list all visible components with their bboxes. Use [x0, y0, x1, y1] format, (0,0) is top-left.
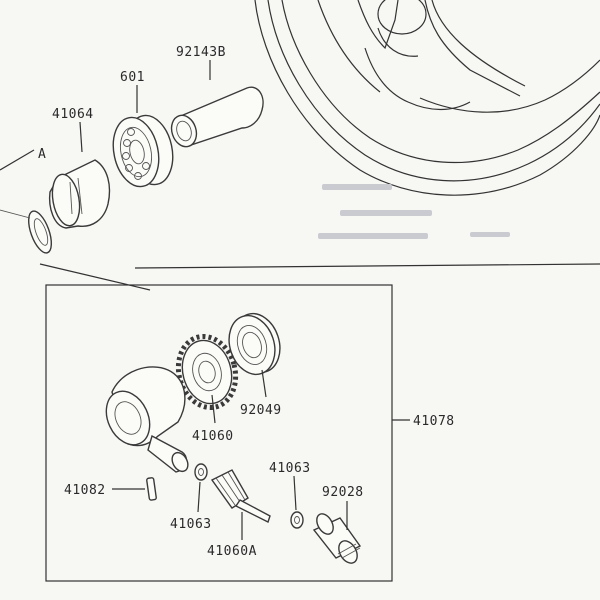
wheel-spoke [424, 0, 526, 97]
housing-spout-end [171, 451, 189, 473]
bearing-bore [129, 139, 145, 165]
bearing-ball [142, 162, 150, 170]
washer-41063-right [290, 511, 304, 529]
gear-housing [105, 366, 189, 473]
guide-line [39, 263, 151, 291]
part-A-inner [33, 218, 49, 246]
label-41064: 41064 [52, 107, 94, 122]
washer-left-hole [198, 468, 204, 476]
wheel-drawing [254, 0, 600, 196]
collar-body [175, 86, 264, 147]
seal-92049 [228, 312, 281, 376]
collar-end [170, 114, 198, 148]
wheel-hub-lower [364, 47, 471, 111]
pinion-41060A [210, 469, 271, 523]
faint-note-2 [340, 210, 432, 216]
bearing-ball [122, 152, 130, 160]
pinion-shaft [234, 499, 271, 523]
label-41060: 41060 [192, 429, 234, 444]
bearing-ball [134, 172, 142, 180]
label-41060A: 41060A [207, 544, 257, 559]
collar-92143B [170, 86, 264, 148]
part-A-ring [27, 210, 53, 254]
bearing-ball [127, 128, 135, 136]
gear-hub [192, 352, 222, 392]
part-A-edge [0, 209, 53, 254]
bearing-601 [112, 114, 174, 188]
leader-41060 [211, 394, 216, 424]
faint-note-4 [470, 232, 510, 237]
bearing-ball [123, 139, 131, 147]
leader-A [0, 149, 35, 171]
washer-left-ring [194, 463, 208, 481]
pinion-teeth [215, 471, 246, 506]
housing-bore [114, 401, 142, 435]
leader-92049 [261, 369, 267, 398]
washer-right-ring [290, 511, 304, 529]
gear-body [181, 339, 233, 405]
faint-notes [318, 184, 510, 239]
gear-bore [198, 360, 216, 384]
divider-line [134, 263, 600, 269]
bushing-ribs [337, 543, 361, 559]
pin-41082 [146, 477, 157, 501]
wheel-hub-ring [377, 27, 419, 57]
label-92143B: 92143B [176, 45, 226, 60]
part-A-shaft [0, 209, 31, 219]
label-601: 601 [120, 70, 145, 85]
wheel-rim-line [281, 0, 600, 164]
bushing-end-top [316, 513, 334, 535]
washer-41063-left [194, 463, 208, 481]
cap-front [51, 173, 81, 227]
gear-41060 [175, 333, 239, 411]
label-92049: 92049 [240, 403, 282, 418]
label-92028: 92028 [322, 485, 364, 500]
pin-body [146, 477, 157, 501]
bushing-92028 [312, 513, 362, 564]
seal-lip [236, 325, 268, 365]
label-41063-left: 41063 [170, 517, 212, 532]
faint-note-3 [318, 233, 428, 239]
collar-bore [176, 120, 192, 142]
wheel-hub-axle [377, 0, 427, 35]
wheel-hub-left [357, 0, 399, 50]
bearing-ball [125, 164, 133, 172]
leader-41063-right [293, 475, 297, 511]
label-A: A [38, 147, 46, 162]
wheel-spoke-rim [317, 0, 600, 113]
wheel-rim-outer [254, 0, 600, 196]
pinion-gear [210, 469, 249, 509]
assembly-box-41078 [45, 284, 393, 582]
label-41078: 41078 [413, 414, 455, 429]
gear-teeth [175, 333, 239, 411]
washer-right-hole [294, 516, 300, 524]
leader-41064 [79, 121, 83, 153]
faint-note-1 [322, 184, 392, 190]
label-41063-right: 41063 [269, 461, 311, 476]
cap-41064 [48, 159, 111, 229]
label-41082: 41082 [64, 483, 106, 498]
cap-slot [69, 177, 83, 215]
wheel-rim-inner [267, 0, 600, 182]
housing-face [105, 390, 151, 446]
seal-bore [242, 331, 262, 359]
leader-41063-left [197, 481, 201, 513]
